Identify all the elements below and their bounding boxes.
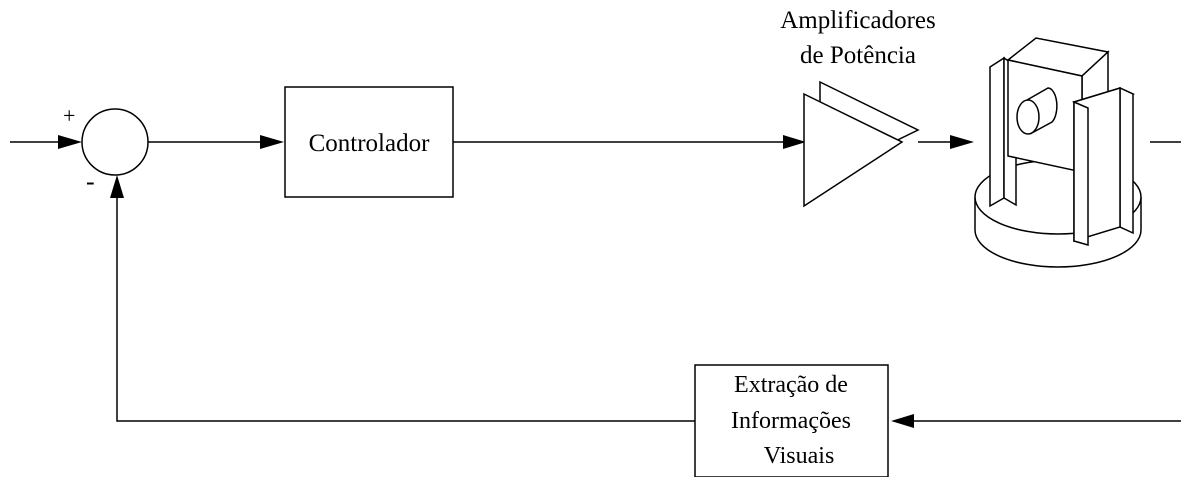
feedback-block-arrow <box>891 414 914 428</box>
feedback-block <box>694 364 889 477</box>
input-arrow <box>58 135 82 149</box>
feedback-return-line <box>116 195 695 422</box>
controller-block <box>284 86 454 198</box>
plant-input-arrow <box>950 135 974 149</box>
pan-tilt-camera-icon <box>974 37 1142 268</box>
amplifier-triangle-icon <box>803 80 920 208</box>
amplifiers-label-line1: Amplificadores <box>780 7 936 34</box>
amplifiers-label-line2: de Potência <box>800 42 916 69</box>
feedback-junction-arrow <box>110 175 124 198</box>
feedback-label-line2: Informações <box>731 408 851 434</box>
amplifier-input-arrow <box>783 135 806 149</box>
controller-label: Controlador <box>309 130 430 157</box>
feedback-label-line3: Visuais <box>764 443 835 469</box>
controller-input-arrow <box>260 135 284 149</box>
summing-junction <box>81 108 149 176</box>
feedback-label-line1: Extração de <box>734 372 848 398</box>
minus-sign: - <box>86 167 95 196</box>
plus-sign: + <box>63 103 75 128</box>
